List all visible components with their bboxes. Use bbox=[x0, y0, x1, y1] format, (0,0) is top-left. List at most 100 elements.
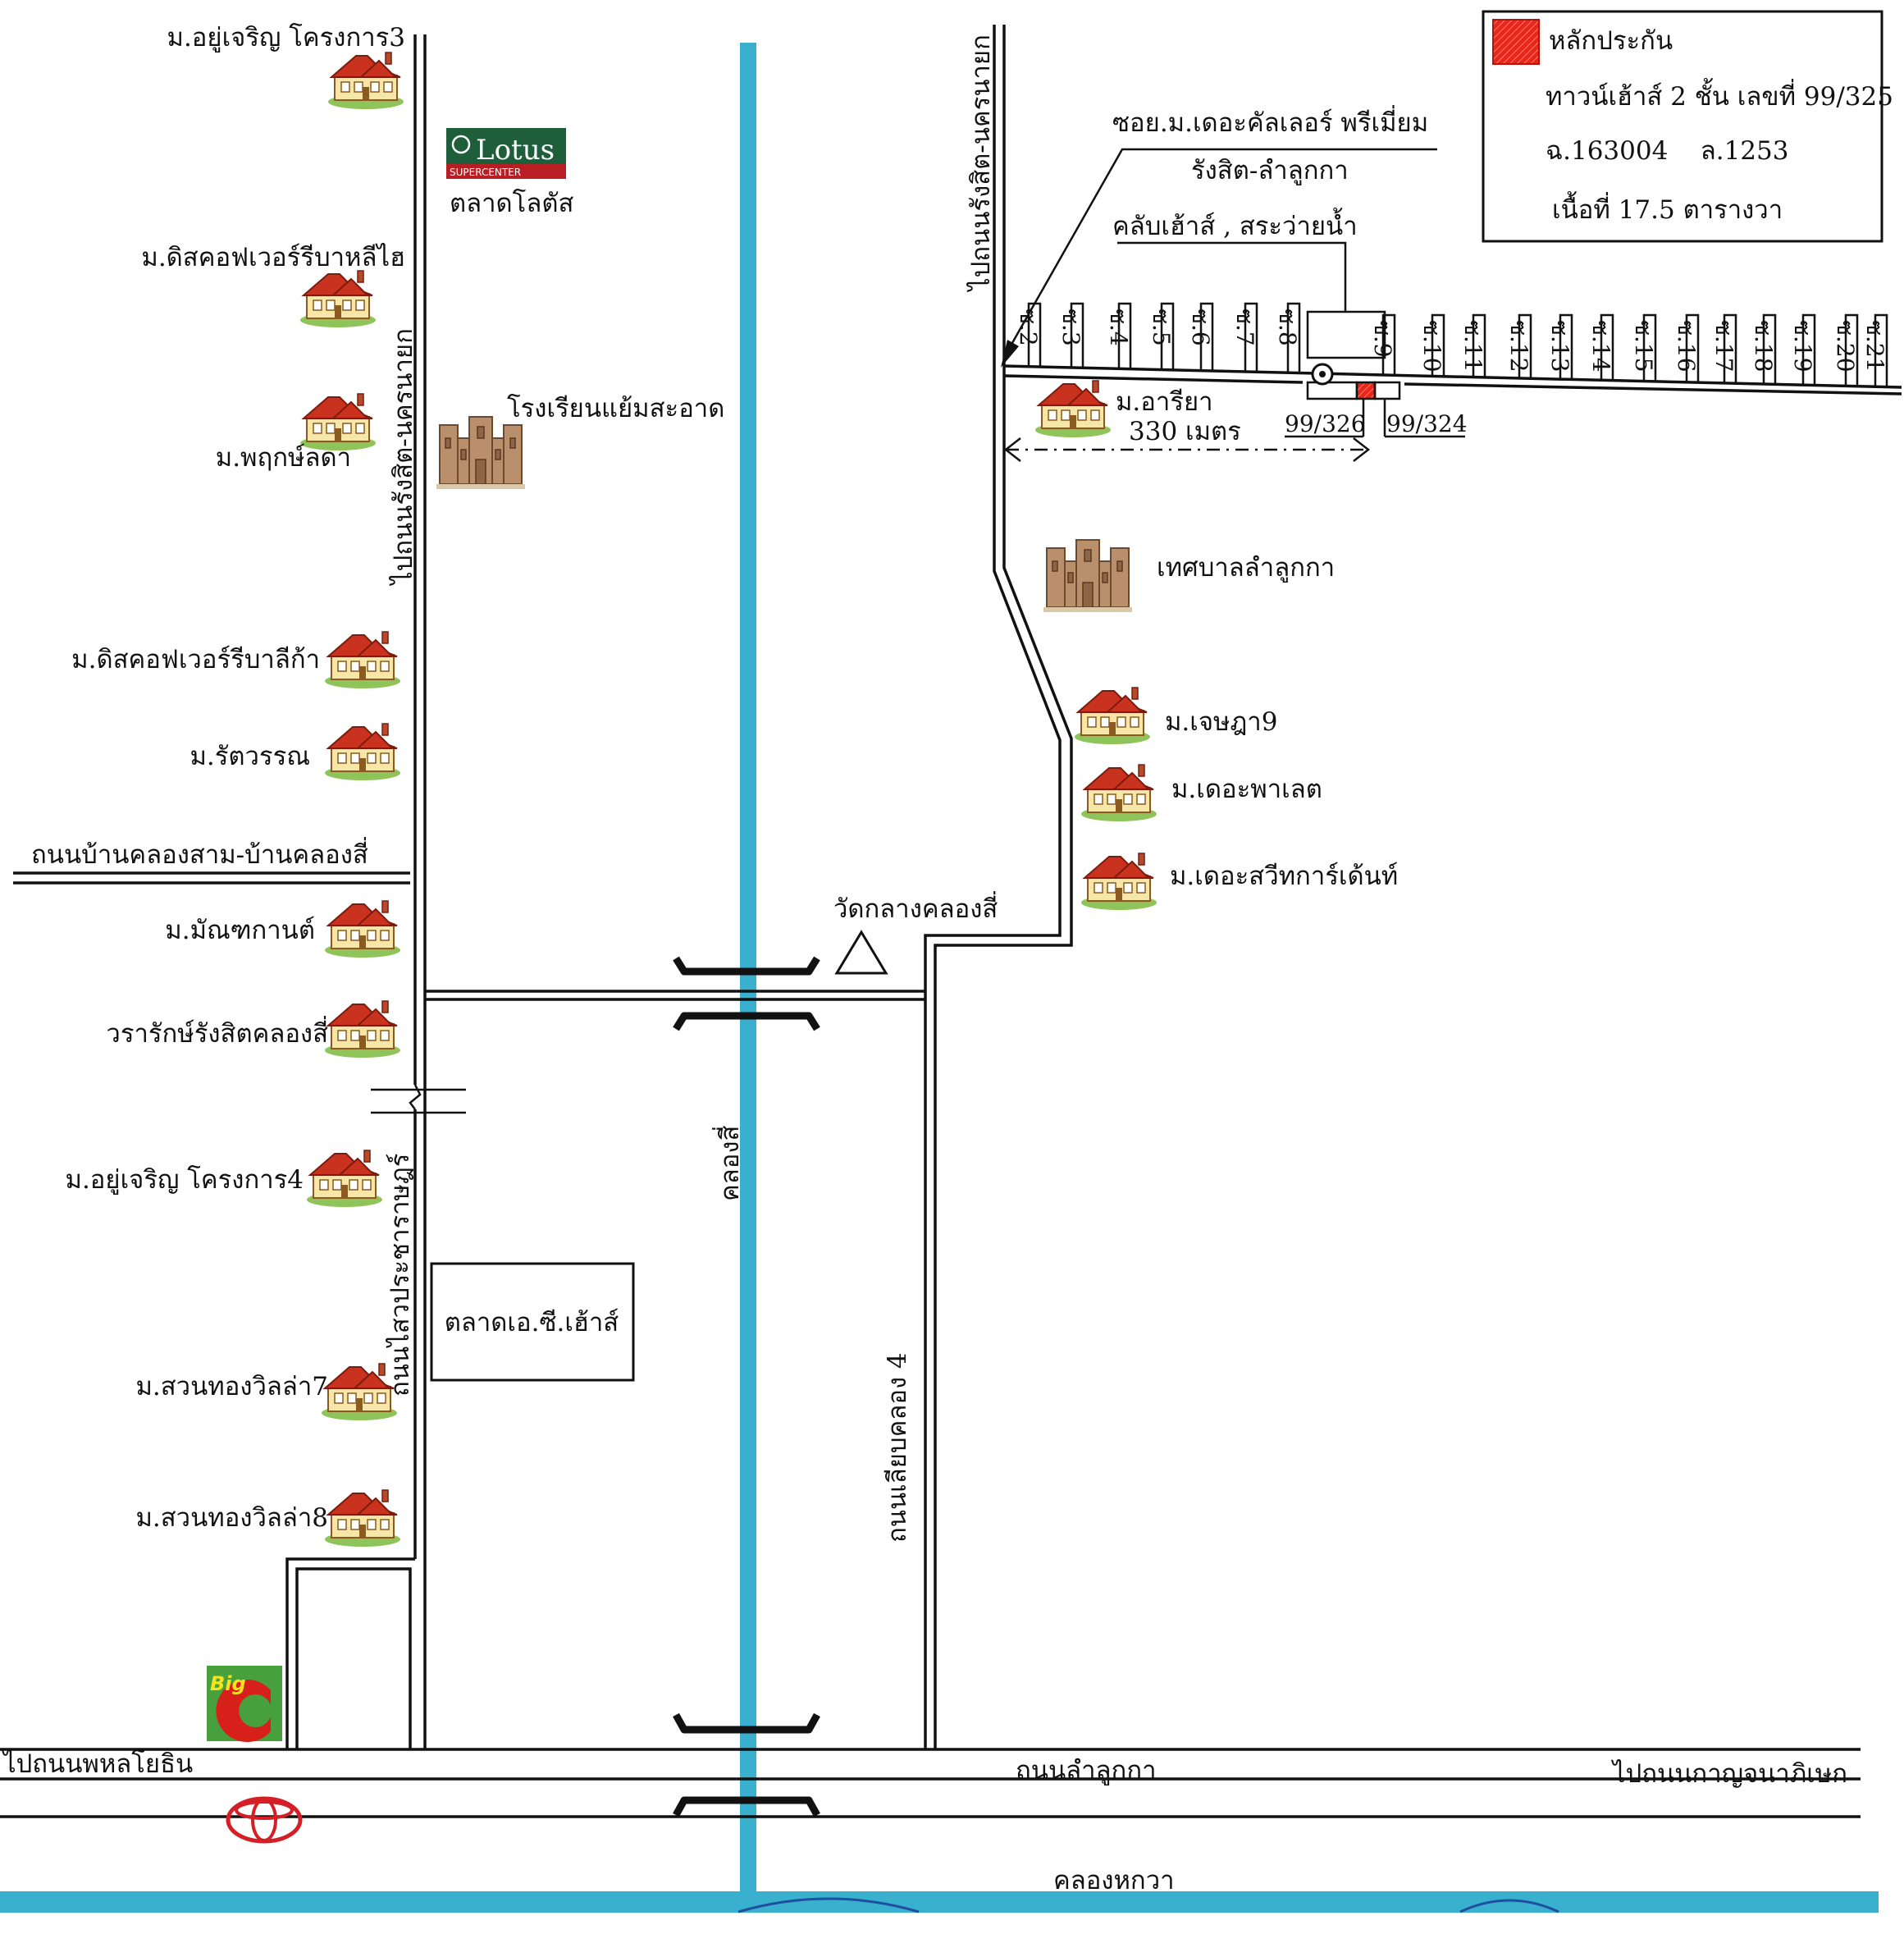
house-icon-village-2 bbox=[299, 270, 377, 328]
village-label-sweet-garden: ม.เดอะสวีทการ์เด้นท์ bbox=[1170, 862, 1398, 891]
house-icon-jetsada bbox=[1074, 687, 1151, 745]
rangsit-left-road-label: ไปถนนรังสิต-นครนายก bbox=[389, 328, 418, 587]
soi-label-18: ซ.18 bbox=[1750, 320, 1777, 373]
soi-lane-16 bbox=[1685, 313, 1700, 383]
ac-market-box bbox=[430, 1262, 635, 1382]
canal-ripple-right bbox=[1459, 1899, 1559, 1913]
soi-lane-17 bbox=[1723, 313, 1737, 384]
house-icon-village-7 bbox=[324, 1000, 401, 1058]
soi-label-6: ซ.6 bbox=[1187, 309, 1214, 346]
soi-label-14: ซ.14 bbox=[1587, 320, 1614, 373]
unit-99-326-block bbox=[1306, 381, 1358, 400]
khlong-si-label: คลองสี่ bbox=[712, 1126, 745, 1201]
legend-line-1: ทาวน์เฮ้าส์ 2 ชั้น เลขที่ 99/325 bbox=[1546, 78, 1893, 112]
village-label-1: ม.อยู่เจริญ โครงการ3 bbox=[167, 23, 405, 53]
house-icon-ariya bbox=[1034, 380, 1112, 438]
house-icon-village-6 bbox=[324, 900, 401, 958]
canal-ripple-left bbox=[737, 1897, 920, 1913]
bridge-khlong-si-top-north bbox=[673, 956, 820, 976]
lotus-logo: Lotus SUPERCENTER bbox=[446, 128, 566, 179]
unit-99-326-label: 99/326 bbox=[1285, 410, 1366, 437]
soi-label-3: ซ.3 bbox=[1057, 309, 1084, 346]
temple-triangle-icon bbox=[834, 930, 888, 975]
bigc-side-road-outer bbox=[285, 1557, 415, 1749]
village-label-6: ม.มัณฑกานต์ bbox=[165, 916, 315, 945]
rangsit-right-road-west-edge bbox=[924, 25, 1062, 1749]
lamlukka-road-label: ถนนลำลูกกา bbox=[1016, 1756, 1157, 1785]
soi-lane-4 bbox=[1117, 302, 1132, 369]
ban-khlong-road-label: ถนนบ้านคลองสาม-บ้านคลองสี่ bbox=[31, 837, 368, 870]
soi-name-pointer-line bbox=[1004, 148, 1437, 355]
soi-lane-9 bbox=[1381, 313, 1396, 376]
unit-99-324-block bbox=[1373, 381, 1401, 400]
legend-box bbox=[1482, 10, 1883, 243]
soi-label-15: ซ.15 bbox=[1630, 320, 1657, 373]
liap-khlong4-road-label: ถนนเลียบคลอง 4 bbox=[883, 1352, 912, 1543]
village-label-2: ม.ดิสคอฟเวอร์รีบาหลีไฮ bbox=[141, 243, 405, 272]
village-label-ariya: ม.อารียา bbox=[1116, 387, 1213, 417]
village-label-9: ม.สวนทองวิลล่า7 bbox=[135, 1372, 328, 1401]
soi-name-line-1: ซอย.ม.เดอะคัลเลอร์ พรีเมี่ยม bbox=[1112, 105, 1428, 138]
school-label: โรงเรียนแย้มสะอาด bbox=[507, 394, 724, 423]
bigc-logo-letter: C bbox=[259, 1735, 261, 1737]
sai-prachaprathan-road-label: ถนนไสวประชาราษฎร์ bbox=[386, 1154, 415, 1397]
red-hatched-square-icon bbox=[1492, 19, 1540, 65]
soi-label-16: ซ.16 bbox=[1673, 320, 1700, 373]
legend-line-3: เนื้อที่ 17.5 ตารางวา bbox=[1552, 191, 1783, 225]
village-label-jetsada: ม.เจษฎา9 bbox=[1165, 707, 1277, 737]
village-label-8: ม.อยู่เจริญ โครงการ4 bbox=[66, 1165, 304, 1195]
soi-label-21: ซ.21 bbox=[1861, 320, 1888, 373]
soi-label-17: ซ.17 bbox=[1710, 320, 1737, 373]
to-kanchana-road-label: ไปถนนกาญจนาภิเษก bbox=[1610, 1759, 1847, 1789]
soi-lane-3 bbox=[1070, 302, 1084, 368]
soi-label-4: ซ.4 bbox=[1105, 309, 1132, 346]
soi-lane-6 bbox=[1199, 302, 1214, 372]
clubhouse-label: คลับเฮ้าส์ , สระว่ายน้ำ bbox=[1112, 208, 1358, 241]
soi-lane-10 bbox=[1431, 313, 1445, 377]
rangsit-right-road-label: ไปถนนรังสิต-นครนายก bbox=[966, 34, 996, 293]
school-castle-icon bbox=[436, 416, 526, 490]
soi-label-20: ซ.20 bbox=[1832, 320, 1859, 373]
village-label-7: วรารักษ์รังสิตคลองสี่ bbox=[106, 1016, 328, 1049]
collateral-unit-99-325-block bbox=[1355, 381, 1377, 400]
house-icon-village-8 bbox=[306, 1150, 383, 1208]
soi-lane-15 bbox=[1642, 313, 1657, 382]
to-phahon-road-label: ไปถนนพหลโยธิน bbox=[1, 1749, 193, 1779]
soi-lane-12 bbox=[1518, 313, 1532, 379]
soi-lane-13 bbox=[1559, 313, 1573, 380]
soi-lane-19 bbox=[1801, 313, 1816, 386]
soi-lane-5 bbox=[1160, 302, 1175, 370]
soi-label-13: ซ.13 bbox=[1546, 320, 1573, 373]
soi-lane-14 bbox=[1600, 313, 1614, 381]
soi-label-10: ซ.10 bbox=[1418, 320, 1445, 373]
house-icon-sweet-garden bbox=[1080, 853, 1157, 911]
khlong-hok-wa-label: คลองหกวา bbox=[1053, 1866, 1175, 1895]
bridge-lamlukka-south bbox=[673, 1796, 820, 1817]
bridge-lamlukka-north bbox=[673, 1712, 820, 1734]
bigc-side-road-inner bbox=[295, 1567, 412, 1749]
distance-label: 330 เมตร bbox=[1129, 417, 1241, 446]
soi-lane-11 bbox=[1472, 313, 1486, 378]
village-label-5: ม.รัตวรรณ bbox=[189, 742, 310, 771]
legend-title: หลักประกัน bbox=[1549, 26, 1673, 56]
temple-label: วัดกลางคลองสี่ bbox=[833, 891, 998, 924]
house-icon-village-4 bbox=[324, 631, 401, 689]
lotus-logo-text: Lotus bbox=[476, 134, 555, 167]
soi-label-11: ซ.11 bbox=[1459, 320, 1486, 373]
village-label-palette: ม.เดอะพาเลต bbox=[1171, 775, 1322, 804]
rangsit-right-road-east-edge bbox=[934, 25, 1073, 1749]
soi-lane-8 bbox=[1286, 302, 1301, 373]
house-icon-village-10 bbox=[324, 1489, 401, 1548]
soi-label-8: ซ.8 bbox=[1274, 309, 1301, 346]
municipality-label: เทศบาลลำลูกกา bbox=[1157, 553, 1335, 583]
soi-lane-20 bbox=[1844, 313, 1859, 386]
bigc-logo-text: Big bbox=[210, 1672, 246, 1695]
ac-market-label: ตลาดเอ.ซี.เฮ้าส์ bbox=[445, 1308, 619, 1337]
clubhouse-pointer-line bbox=[1117, 241, 1347, 312]
house-icon-village-1 bbox=[327, 52, 404, 110]
soi-lane-21 bbox=[1874, 313, 1888, 387]
lotus-logo-sub: SUPERCENTER bbox=[450, 167, 521, 178]
village-label-10: ม.สวนทองวิลล่า8 bbox=[135, 1503, 328, 1533]
